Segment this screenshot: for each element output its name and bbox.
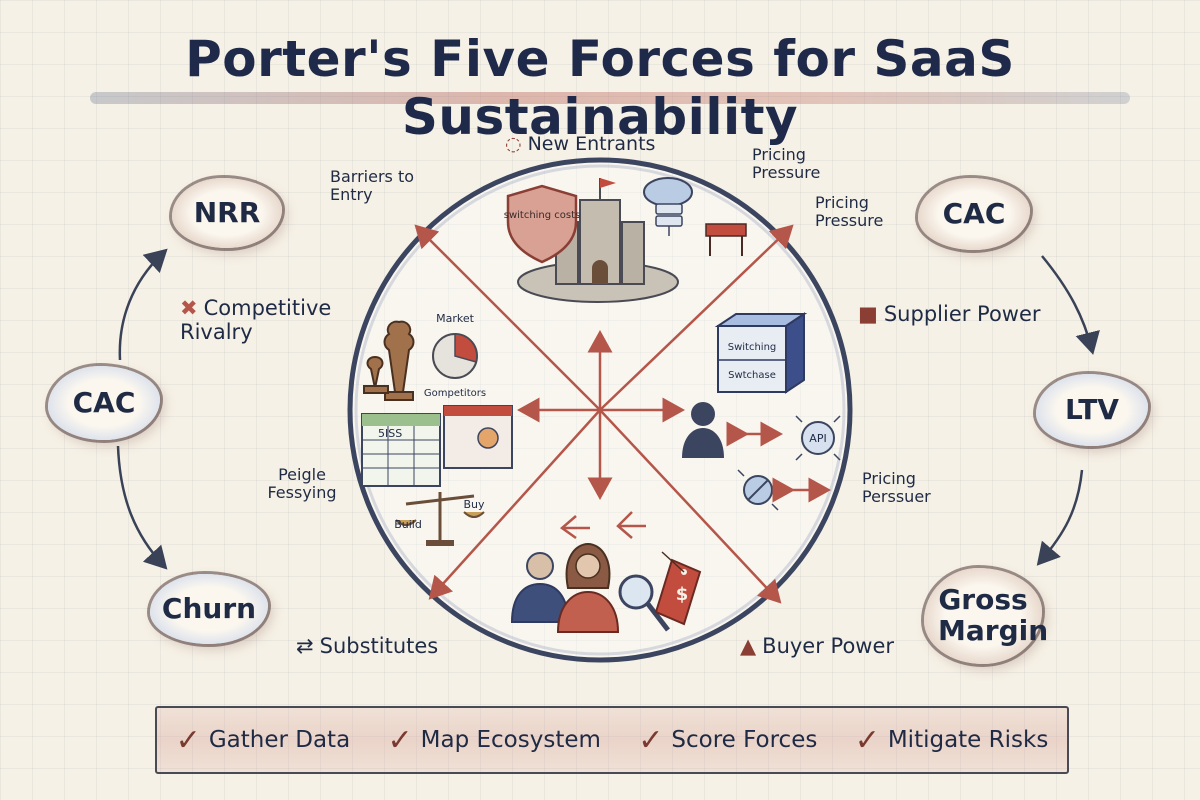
stopwatch-icon: ◌ [505,133,522,155]
step-gather-data-text: Gather Data [208,727,351,753]
competitors-label: Gompetitors [424,388,486,399]
cloud-gross-margin-text: Gross Margin [938,583,1049,647]
barriers-to-entry-label: Barriers to Entry [330,167,415,205]
right-cycle-arrows [1036,255,1100,566]
new-entrants-text: New Entrants [527,133,656,155]
cloud-churn: Churn [150,574,268,644]
step-score-forces-text: Score Forces [671,727,818,753]
blocked-node-icon [737,469,779,511]
force-label-substitutes: ⇄Substitutes [296,634,438,658]
process-steps-bar: ✓ Gather Data ✓ Map Ecosystem ✓ Score Force… [155,706,1069,774]
server-bottom-label: Swtchase [728,370,776,381]
pricing-pressure-label-1: Pricing Pressure [752,145,821,183]
force-label-supplier-power: ■Supplier Power [858,302,1041,326]
market-pie-icon [432,333,478,379]
checkmark-icon: ✓ [175,722,201,758]
cloud-churn-text: Churn [161,591,257,625]
cloud-ltv-text: LTV [1065,392,1119,426]
cloud-ltv: LTV [1036,374,1148,446]
crossed-swords-icon: ✖ [180,296,198,320]
step-mitigate-risks: ✓ Mitigate Risks [855,723,1049,758]
center-arrows [517,330,685,500]
app-window-icon [443,405,513,469]
left-cycle-arrows [116,248,168,570]
title-underline [90,92,1130,104]
chess-pieces-icon [363,320,415,401]
buyer-man-icon [510,552,570,623]
checkmark-icon: ✓ [638,722,664,758]
page-title: Porter's Five Forces for SaaS Sustainabi… [185,30,1015,146]
cloud-nrr: NRR [172,178,282,248]
cloud-server-icon [643,177,693,236]
swap-arrows-icon: ⇄ [296,634,314,658]
buy-label: Buy [463,498,485,511]
diagonal-arrows [414,224,794,604]
server-box-icon [714,312,808,394]
build-label: Build [394,518,422,531]
price-tag-label: $ [676,584,689,605]
buyer-woman-icon [556,542,620,633]
step-mitigate-risks-text: Mitigate Risks [887,727,1049,753]
checkmark-icon: ✓ [387,722,413,758]
api-label: API [809,432,826,445]
market-label: Market [436,312,474,325]
castle-icon [517,178,679,303]
cloud-cac-left-text: CAC [72,385,136,419]
force-label-new-entrants: ◌New Entrants [505,133,656,156]
cloud-cac-right: CAC [918,178,1030,250]
chevron-arrows-icon [559,511,646,540]
barrier-icon [705,223,747,256]
cloud-nrr-text: NRR [193,195,261,229]
magnifier-icon [618,574,670,632]
buyer-power-text: Buyer Power [762,634,895,658]
api-node-icon [795,415,841,461]
shield-icon [506,184,578,264]
cloud-cac-right-text: CAC [942,196,1006,230]
force-label-competitive-rivalry: ✖Competitive Rivalry [180,296,360,344]
substitutes-text: Substitutes [319,634,439,658]
peigle-fessying-label: Peigle Fessying [267,465,337,503]
step-map-ecosystem-text: Map Ecosystem [420,727,601,753]
supplier-power-text: Supplier Power [883,302,1041,326]
checkmark-icon: ✓ [854,722,880,758]
scale-icon [395,492,485,546]
buyer-stamp-icon: ▲ [740,634,757,658]
step-score-forces: ✓ Score Forces [638,723,817,758]
step-gather-data: ✓ Gather Data [176,723,351,758]
cloud-cac-left: CAC [48,366,160,440]
pricing-pressure-label-2: Pricing Pressure [815,193,884,231]
competitive-rivalry-text: Competitive Rivalry [180,296,332,345]
server-top-label: Switching [728,342,777,353]
force-label-buyer-power: ▲Buyer Power [740,634,894,658]
price-tag-icon [654,551,702,626]
pricing-persuer-label: Pricing Perssuer [862,469,931,507]
spreadsheet-icon [361,413,441,487]
sheet-label: 5ISS [378,427,402,440]
step-map-ecosystem: ✓ Map Ecosystem [388,723,601,758]
person-silhouette-icon [682,402,724,458]
cloud-gross-margin: Gross Margin [924,568,1049,664]
shield-label: switching costs [504,210,581,221]
supplier-stamp-icon: ■ [858,302,878,326]
